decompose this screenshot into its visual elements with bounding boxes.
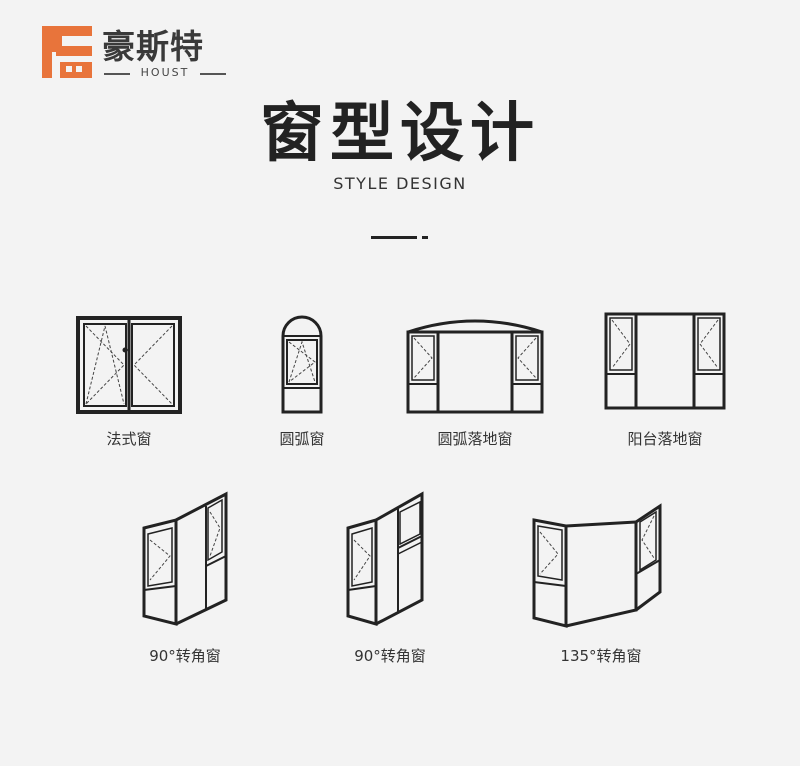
corner-window-90-icon — [142, 490, 230, 630]
window-label-balcony-floor: 阳台落地窗 — [627, 430, 703, 448]
tagline-rule-right — [200, 73, 226, 75]
brand-name: 豪斯特 — [102, 27, 204, 66]
window-label-french: 法式窗 — [106, 430, 152, 448]
title-divider-dot — [422, 236, 428, 239]
brand-tagline: HOUST — [104, 66, 226, 80]
title-divider — [371, 236, 417, 239]
window-label-corner-90-alt: 90°转角窗 — [354, 647, 426, 665]
french-window-icon — [76, 316, 182, 414]
window-label-arched-floor: 圆弧落地窗 — [437, 430, 513, 448]
balcony-floor-window-icon — [604, 312, 726, 410]
window-label-arched: 圆弧窗 — [279, 430, 325, 448]
arched-window-icon — [281, 314, 323, 414]
page-subtitle: STYLE DESIGN — [333, 174, 467, 193]
brand-logo: 豪斯特 HOUST — [38, 22, 238, 84]
tagline-rule-left — [104, 73, 130, 75]
brand-mark-icon — [42, 26, 92, 78]
brand-name-en: HOUST — [140, 66, 190, 79]
arched-floor-window-icon — [406, 312, 544, 414]
page-title: 窗型设计 — [260, 97, 540, 171]
window-label-corner-90: 90°转角窗 — [149, 647, 221, 665]
window-label-corner-135: 135°转角窗 — [560, 647, 642, 665]
corner-window-135-icon — [532, 502, 662, 628]
corner-window-90-alt-icon — [346, 490, 428, 630]
